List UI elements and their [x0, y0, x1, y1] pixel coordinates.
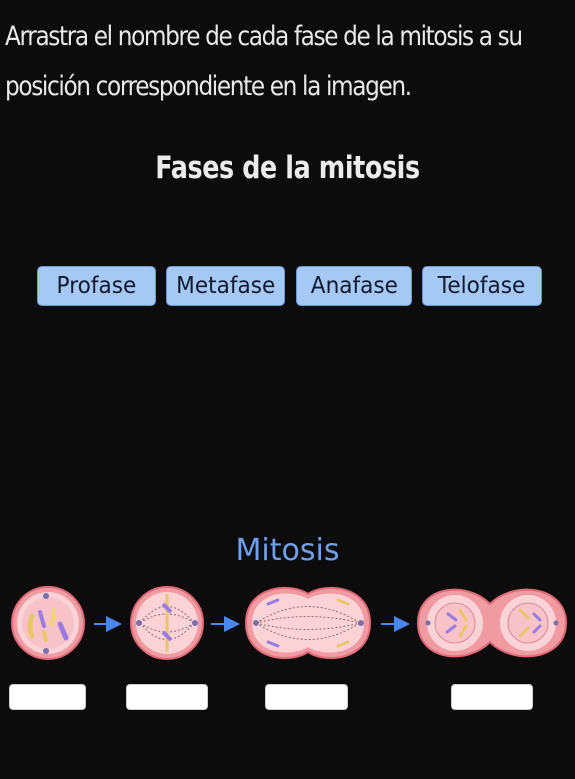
chip-anafase[interactable]: Anafase: [296, 266, 412, 306]
telophase-cell: [416, 588, 568, 658]
drop-slot-4[interactable]: [451, 684, 533, 710]
chip-label: Profase: [56, 273, 137, 299]
chip-metafase[interactable]: Metafase: [166, 266, 285, 306]
chip-label: Metafase: [175, 273, 276, 299]
chip-label: Anafase: [310, 273, 398, 299]
instruction-label: Arrastra el nombre de cada fase de la mi…: [5, 21, 523, 102]
metaphase-cell: [130, 586, 204, 660]
chip-profase[interactable]: Profase: [37, 266, 156, 306]
chip-telofase[interactable]: Telofase: [422, 266, 542, 306]
diagram-title: Mitosis: [235, 533, 340, 568]
drop-slot-2[interactable]: [126, 684, 208, 710]
phase-chip-bank: Profase Metafase Anafase Telofase: [0, 266, 575, 306]
drop-slot-3[interactable]: [265, 684, 348, 710]
section-title: Fases de la mitosis: [155, 150, 420, 186]
anaphase-cell: [244, 587, 372, 659]
drop-slot-1[interactable]: [9, 684, 86, 710]
mitosis-diagram: [11, 586, 568, 660]
prophase-cell: [11, 586, 85, 660]
chip-label: Telofase: [438, 273, 526, 299]
instruction-text: Arrastra el nombre de cada fase de la mi…: [5, 12, 523, 112]
